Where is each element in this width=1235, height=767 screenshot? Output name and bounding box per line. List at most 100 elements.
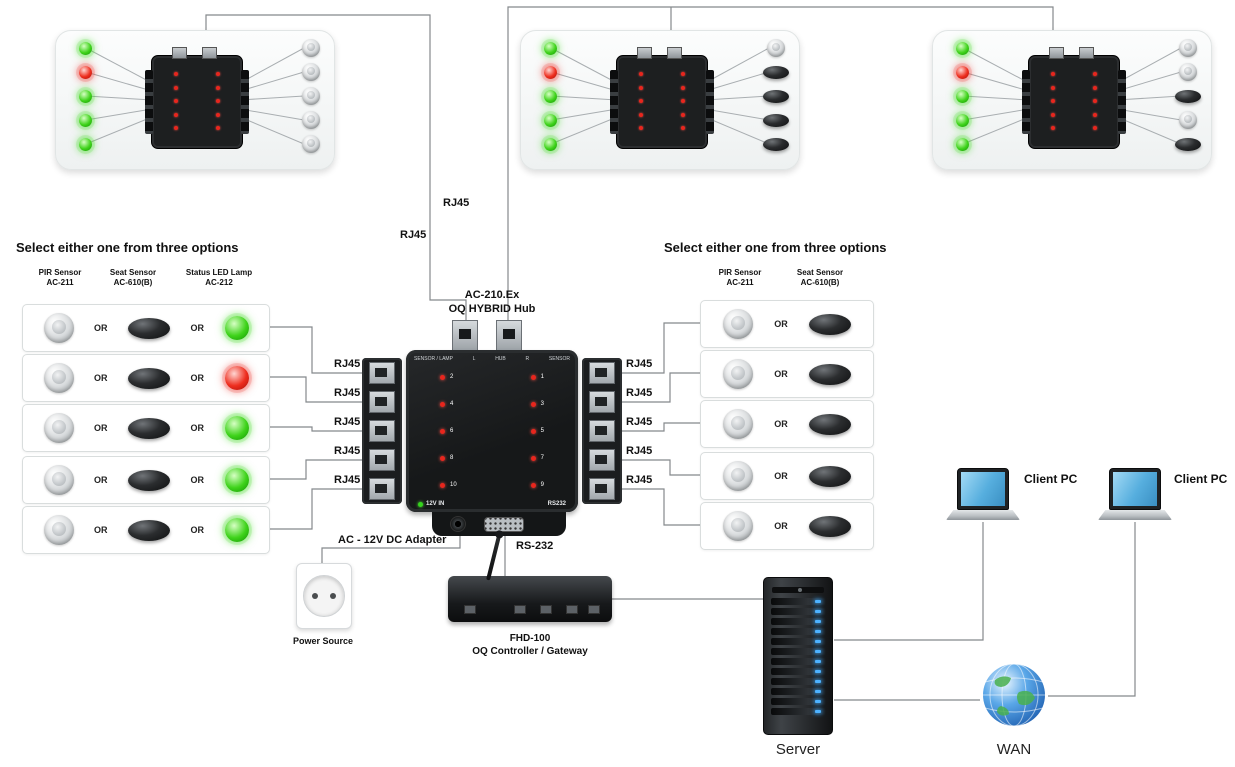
rj45-port-icon [667,47,682,59]
sensor-icon [763,137,789,151]
status-led [543,65,557,79]
rj45-label-top-2: RJ45 [400,229,427,241]
pir-sensor-icon [722,309,753,339]
hub-uplink-port-l [452,320,478,352]
client-pc-label-1: Client PC [1024,472,1078,486]
sensor-icon [302,111,320,129]
sensor-icon [763,65,789,79]
server-label: Server [775,741,821,758]
hub-port-labels: SENSOR / LAMP L HUB R SENSOR [414,356,570,362]
sensor-icon [767,39,785,57]
sensor-icon [302,63,320,81]
jack-strip [1022,70,1030,134]
rj45-port-icon [1079,47,1094,59]
panel-sensor-column [759,36,793,156]
power-led [418,501,423,507]
hub-left-jacks [362,358,402,504]
hub-led-indicators [1051,72,1097,130]
panel-led-column [945,36,979,156]
status-led [955,89,969,103]
left-option-row-1: OR OR [22,304,270,352]
rj45-label: RJ45 [626,416,653,428]
rj45-label: RJ45 [626,474,653,486]
rj45-jack [369,390,395,413]
panel-sensor-column [294,36,328,156]
pir-sensor-icon [722,461,753,491]
dc-jack-icon [450,516,466,532]
right-option-row-4: OR [700,452,874,500]
sensor-icon [1175,89,1201,103]
rs232-label: RS-232 [516,540,554,552]
pir-sensor-icon [43,515,74,545]
jack-strip [145,70,153,134]
hub-title: AC-210.Ex OQ HYBRID Hub [448,289,536,316]
power-source-outlet [296,563,352,629]
right-option-row-2: OR [700,350,874,398]
hub-left-channel-leds: 2 4 6 8 10 [440,374,457,488]
status-led [543,41,557,55]
sensor-icon [1179,63,1197,81]
rj45-label: RJ45 [626,358,653,370]
pir-sensor-icon [43,313,74,343]
hub-led-indicators [174,72,220,130]
right-section-title: Select either one from three options [664,240,887,255]
rj45-jack [589,390,615,413]
status-led [955,41,969,55]
power-source-label: Power Source [292,636,354,646]
rj45-jack [589,449,615,472]
left-option-row-5: OR OR [22,506,270,554]
status-lamp-icon [224,518,249,542]
sensor-icon [763,89,789,103]
status-led [78,137,92,151]
status-led [955,137,969,151]
left-option-row-2: OR OR [22,354,270,402]
rj45-label: RJ45 [334,416,361,428]
rj45-label-top-1: RJ45 [443,197,470,209]
status-led [543,137,557,151]
pir-sensor-icon [722,409,753,439]
laptop-base [946,510,1020,520]
sensor-icon [302,87,320,105]
rj45-label: RJ45 [334,474,361,486]
hub-right-jacks [582,358,622,504]
jack-strip [706,70,714,134]
status-led [78,41,92,55]
server-tower [763,577,833,735]
panel-internal-wires [550,47,770,145]
pir-sensor-icon [722,511,753,541]
room-unit-panel-2 [520,30,800,170]
seat-sensor-icon [128,367,170,389]
rj45-label: RJ45 [334,445,361,457]
rs232-connector-icon [484,516,524,532]
rj45-label: RJ45 [334,358,361,370]
panel-led-column [533,36,567,156]
rj45-label: RJ45 [626,445,653,457]
sensor-icon [763,113,789,127]
jack-strip [241,70,249,134]
sensor-icon [302,135,320,153]
pir-sensor-icon [43,465,74,495]
rj45-jack [369,419,395,442]
left-option-row-4: OR OR [22,456,270,504]
rj45-jack [369,449,395,472]
status-lamp-icon [224,366,249,390]
wan-label: WAN [996,741,1032,758]
pir-sensor-icon [722,359,753,389]
seat-sensor-icon [128,317,170,339]
room-unit-panel-3 [932,30,1212,170]
adapter-label: AC - 12V DC Adapter [338,534,447,546]
room-hub-device [145,47,249,149]
hub-led-indicators [639,72,685,130]
client-pc-2 [1098,468,1172,524]
client-pc-label-2: Client PC [1174,472,1228,486]
hub-right-channel-leds: 1 3 5 7 9 [530,374,544,488]
rj45-jack [589,478,615,501]
status-led [78,89,92,103]
pir-sensor-icon [43,413,74,443]
seat-sensor-icon [809,465,852,487]
status-led [955,113,969,127]
status-lamp-icon [224,316,249,340]
